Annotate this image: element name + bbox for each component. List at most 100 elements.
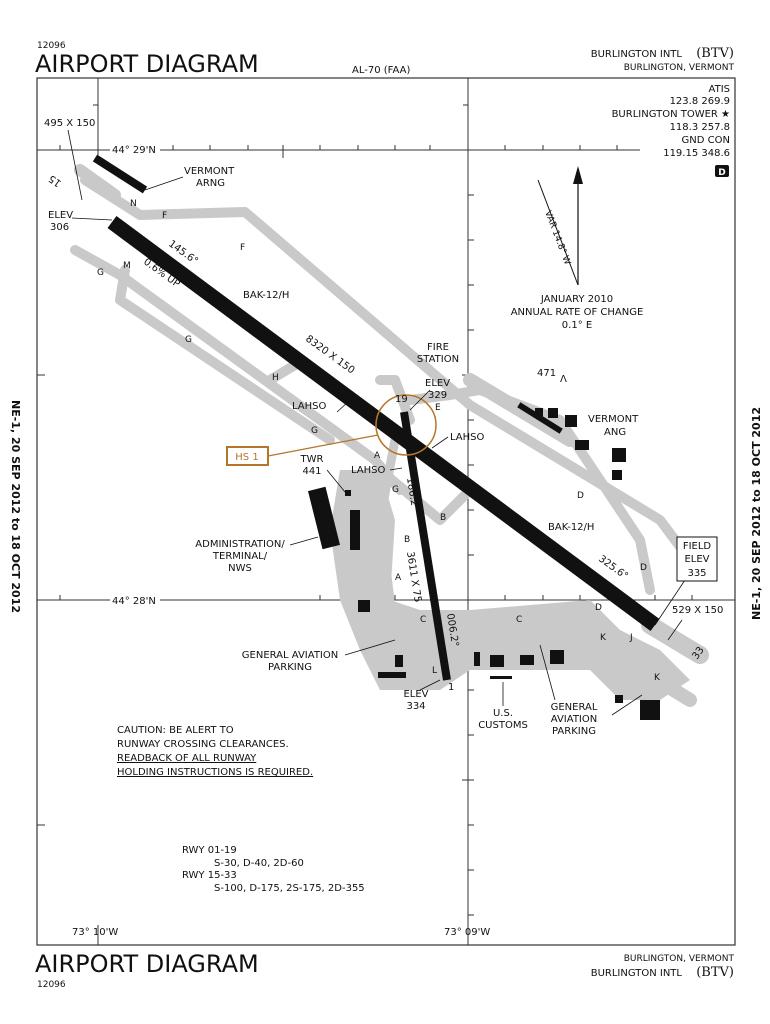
caution-line: HOLDING INSTRUCTIONS IS REQUIRED. bbox=[117, 767, 313, 778]
magvar-rate: 0.1° E bbox=[562, 320, 592, 331]
taxiway-label: K bbox=[600, 633, 607, 643]
magvar-date: JANUARY 2010 bbox=[540, 294, 613, 305]
taxiway-label: H bbox=[272, 373, 279, 383]
lahso-label-2: LAHSO bbox=[450, 432, 485, 443]
hot-spot-label: HS 1 bbox=[235, 452, 258, 463]
tower-frequency: 118.3 257.8 bbox=[670, 122, 730, 133]
heading-006: 006.2° bbox=[444, 613, 460, 648]
runway-arng-pad bbox=[92, 154, 148, 194]
caution-line: READBACK OF ALL RUNWAY bbox=[117, 753, 257, 764]
taxiway-label: B bbox=[404, 535, 410, 545]
taxiway-label: G bbox=[185, 335, 192, 345]
obstacle-471: 471 bbox=[537, 368, 556, 379]
customs-label: U.S. bbox=[493, 708, 513, 719]
terminal-label: ADMINISTRATION/ bbox=[195, 539, 285, 550]
buildings bbox=[308, 402, 660, 720]
strength-runway: RWY 15-33 bbox=[182, 870, 237, 881]
taxiway-label: L bbox=[432, 666, 437, 676]
runway-15-33 bbox=[107, 215, 660, 632]
procedure-id: AL-70 (FAA) bbox=[352, 65, 410, 76]
caution-line: RUNWAY CROSSING CLEARANCES. bbox=[117, 739, 289, 750]
taxiway-label: G bbox=[97, 268, 104, 278]
taxiway-label: G bbox=[392, 485, 399, 495]
tower-elevation: 441 bbox=[302, 466, 321, 477]
leader-lines bbox=[67, 129, 686, 716]
tower-label: BURLINGTON TOWER ★ bbox=[612, 109, 730, 120]
runway-strength: RWY 01-19 S-30, D-40, 2D-60 RWY 15-33 S-… bbox=[182, 845, 365, 894]
hot-spot-leader bbox=[267, 434, 379, 457]
elev-334-label: ELEV bbox=[403, 689, 428, 700]
taxiway-label: J bbox=[629, 633, 633, 643]
ga-parking-east-label-3: PARKING bbox=[552, 726, 596, 737]
magnetic-variation: VAR 14.8° W JANUARY 2010 ANNUAL RATE OF … bbox=[511, 166, 644, 331]
footer-airport-name: BURLINGTON INTL bbox=[591, 968, 683, 979]
taxiway-label: N bbox=[130, 199, 137, 209]
strength-runway: RWY 01-19 bbox=[182, 845, 237, 856]
footer-airport-id: (BTV) bbox=[696, 965, 734, 980]
ga-parking-west-label-2: PARKING bbox=[268, 662, 312, 673]
chart-title: AIRPORT DIAGRAM bbox=[35, 50, 259, 78]
footer-title: AIRPORT DIAGRAM bbox=[35, 950, 259, 978]
chart-frame bbox=[36, 77, 736, 946]
field-elevation-label: FIELD bbox=[683, 541, 712, 552]
lahso-label-1: LAHSO bbox=[292, 401, 327, 412]
hot-spot-circle bbox=[375, 394, 437, 456]
magvar-rate-label: ANNUAL RATE OF CHANGE bbox=[511, 307, 644, 318]
lahso-label-3: LAHSO bbox=[351, 465, 386, 476]
taxiway-label: G bbox=[311, 426, 318, 436]
taxiway-label: D bbox=[640, 563, 647, 573]
d-badge bbox=[715, 165, 729, 177]
airport-name: BURLINGTON INTL bbox=[591, 49, 683, 60]
effective-dates-left: NE-1, 20 SEP 2012 to 18 OCT 2012 bbox=[9, 400, 22, 613]
heading-186: 186.2° bbox=[404, 477, 420, 512]
elev-329-value: 329 bbox=[428, 390, 447, 401]
caution-note: CAUTION: BE ALERT TO RUNWAY CROSSING CLE… bbox=[117, 725, 313, 778]
vermont-ang-label-2: ANG bbox=[604, 427, 626, 438]
footer-city: BURLINGTON, VERMONT bbox=[624, 954, 735, 964]
ground-label: GND CON bbox=[682, 135, 730, 146]
runway-15-number: 15 bbox=[47, 172, 64, 188]
runway-19-number: 19 bbox=[395, 394, 408, 405]
dims-529: 529 X 150 bbox=[672, 605, 723, 616]
runway-01-19-dimensions: 3611 X 75 bbox=[404, 551, 423, 603]
ga-parking-west-label: GENERAL AVIATION bbox=[242, 650, 338, 661]
elev-329-label: ELEV bbox=[425, 378, 450, 389]
terminal-label-2: TERMINAL/ bbox=[212, 551, 268, 562]
north-arrow-icon bbox=[573, 166, 583, 184]
taxiway-label: C bbox=[516, 615, 522, 625]
magnetic-north-line bbox=[537, 179, 579, 286]
ground-frequency: 119.15 348.6 bbox=[663, 148, 730, 159]
tower-label: TWR bbox=[300, 454, 324, 465]
runways bbox=[92, 154, 660, 681]
taxiway-label: K bbox=[654, 673, 661, 683]
field-elevation-label-2: ELEV bbox=[684, 554, 709, 565]
chart-number: 12096 bbox=[37, 41, 66, 51]
taxiways bbox=[70, 164, 709, 707]
taxiway-label: D bbox=[577, 491, 584, 501]
latitude-south-label: 44° 28'N bbox=[112, 596, 156, 607]
frequency-box: ATIS 123.8 269.9 BURLINGTON TOWER ★ 118.… bbox=[612, 84, 730, 178]
arresting-gear-nw: BAK-12/H bbox=[243, 290, 289, 301]
taxiway-label: A bbox=[395, 573, 402, 583]
variation-label: VAR 14.8° W bbox=[542, 209, 572, 266]
taxiway-label: E bbox=[435, 403, 441, 413]
latitude-north-label: 44° 29'N bbox=[112, 145, 156, 156]
taxiway-label: F bbox=[240, 243, 245, 253]
strength-values: S-30, D-40, 2D-60 bbox=[214, 858, 304, 869]
strength-values: S-100, D-175, 2S-175, 2D-355 bbox=[214, 883, 365, 894]
taxiway-label: B bbox=[440, 513, 446, 523]
airport-city: BURLINGTON, VERMONT bbox=[624, 63, 735, 73]
fire-station-label-2: STATION bbox=[417, 354, 459, 365]
atis-label: ATIS bbox=[709, 84, 730, 95]
runway-01-19 bbox=[400, 411, 451, 681]
elev-306-value: 306 bbox=[50, 222, 69, 233]
field-elevation-value: 335 bbox=[687, 568, 706, 579]
fire-station-label: FIRE bbox=[427, 342, 449, 353]
atis-frequency: 123.8 269.9 bbox=[670, 96, 730, 107]
ga-parking-east-label-2: AVIATION bbox=[551, 714, 597, 725]
taxiway-label: D bbox=[595, 603, 602, 613]
customs-label-2: CUSTOMS bbox=[478, 720, 528, 731]
footer-chart-number: 12096 bbox=[37, 980, 66, 990]
elev-306-label: ELEV bbox=[48, 210, 73, 221]
